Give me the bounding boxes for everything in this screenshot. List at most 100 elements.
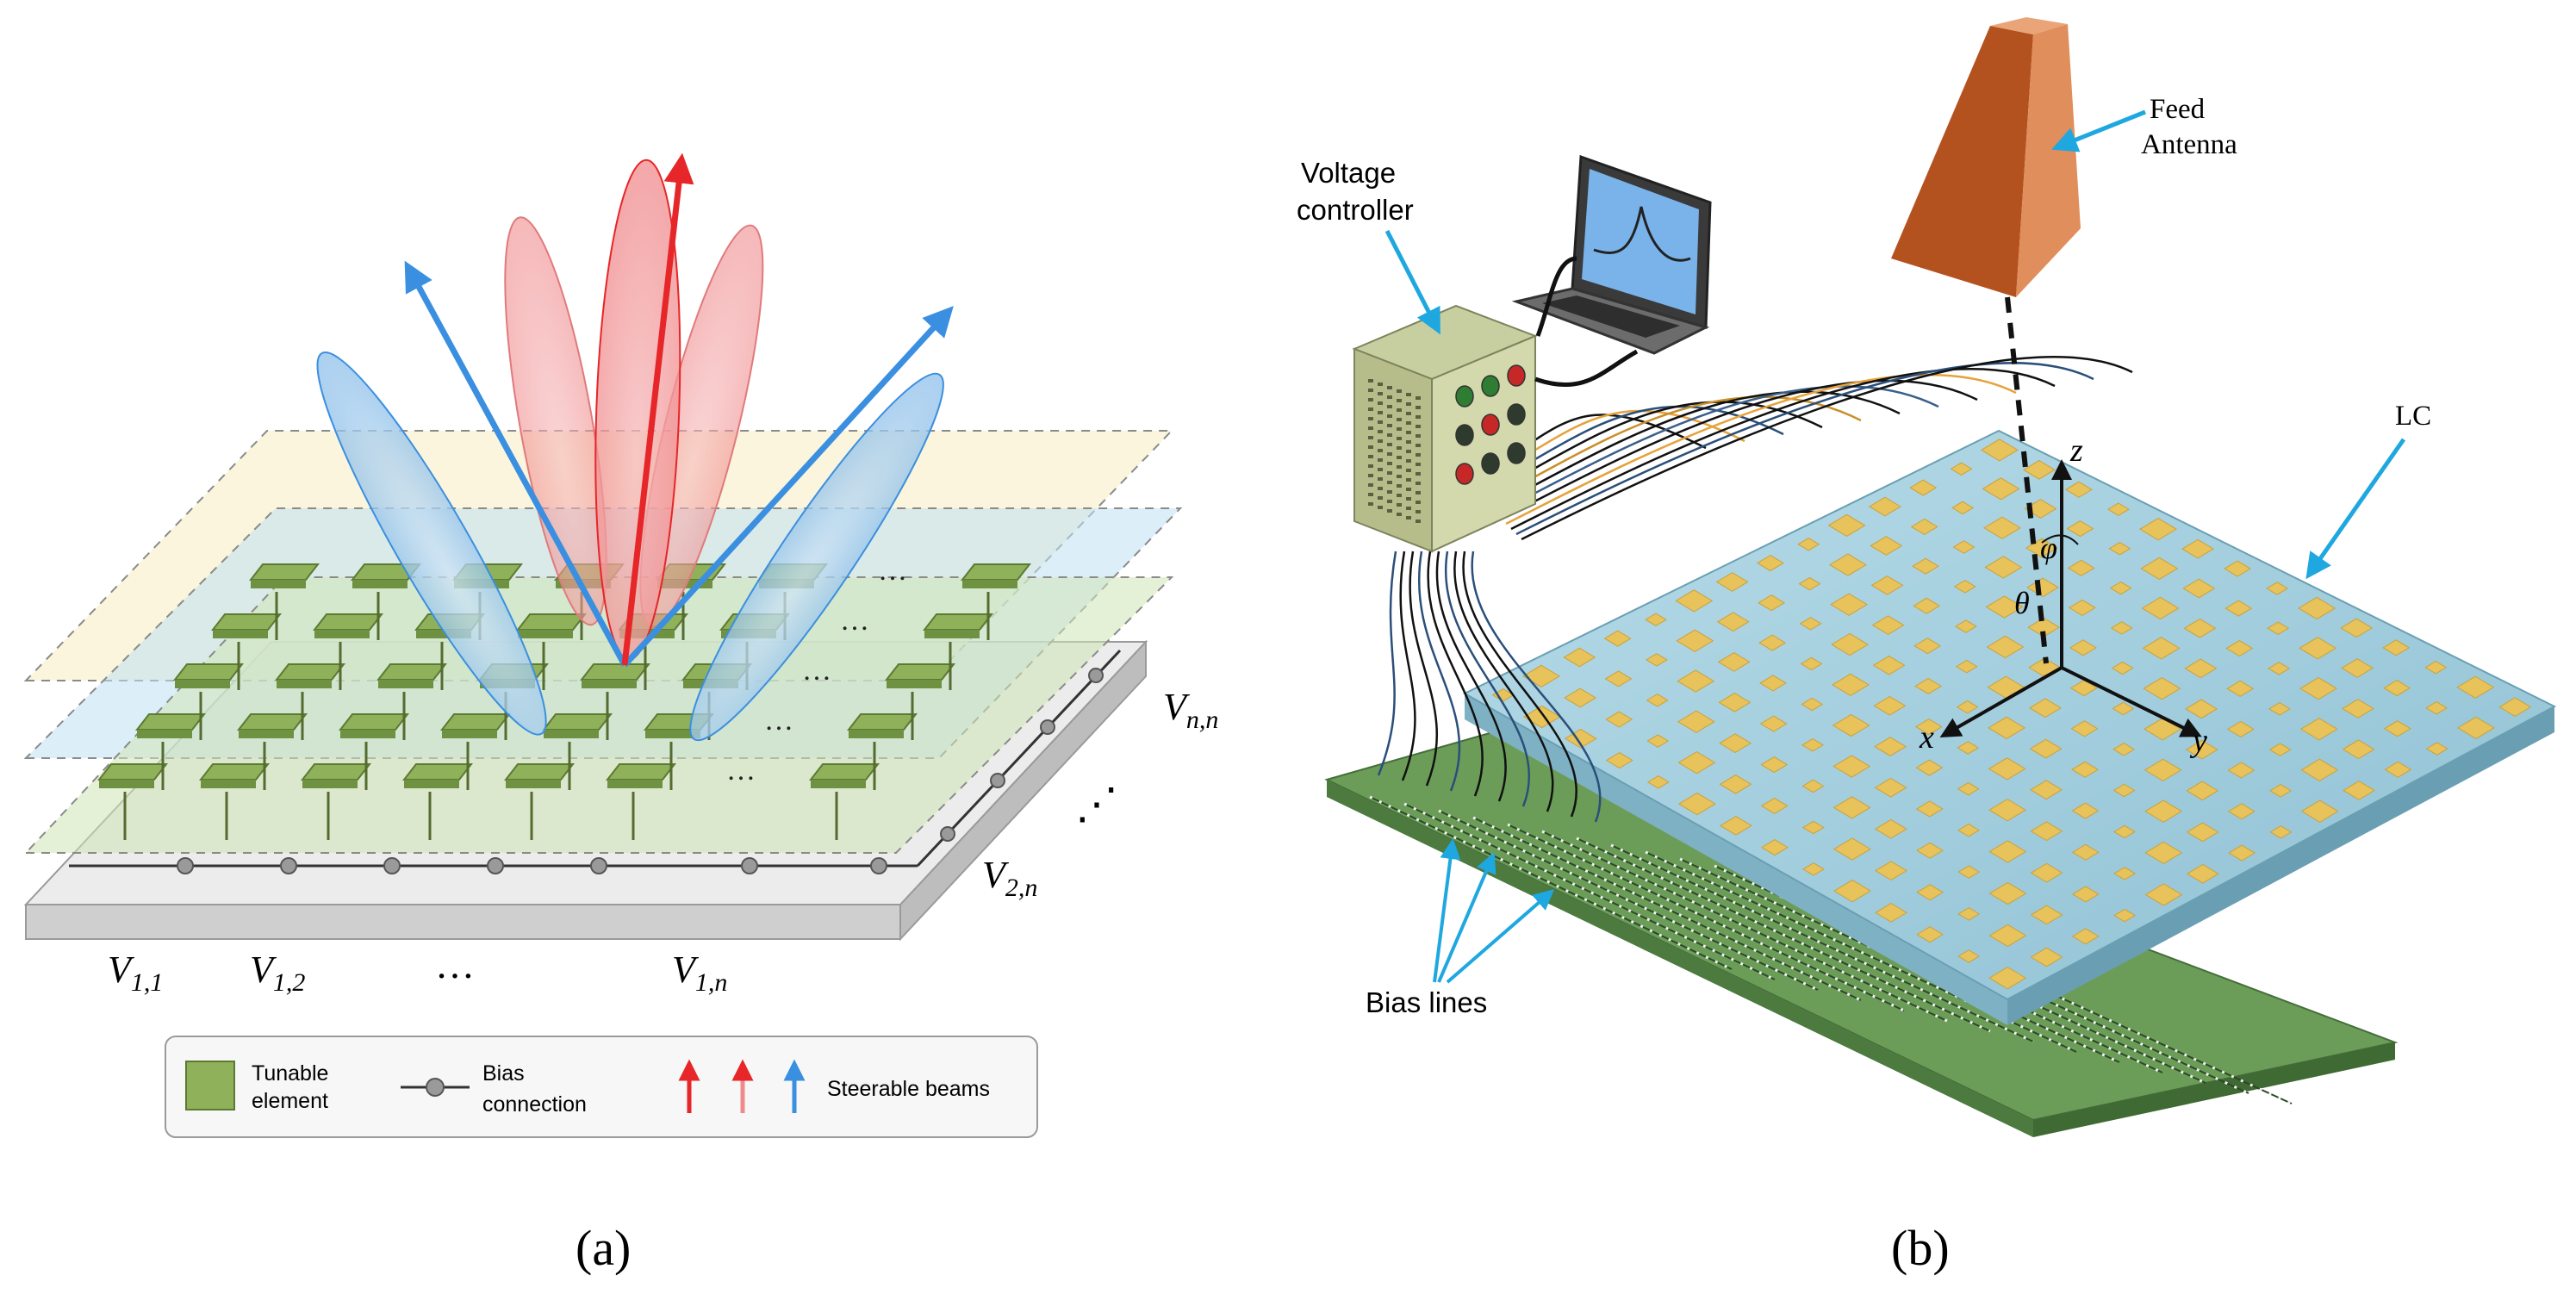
lc-patch	[1874, 737, 1907, 756]
vent-slot	[1397, 503, 1402, 507]
legend-tunable-label-2: element	[252, 1089, 328, 1113]
lc-patch	[2382, 639, 2411, 656]
lc-patch	[1953, 580, 1976, 594]
lc-patch	[1677, 669, 1715, 693]
lc-patch	[2142, 637, 2181, 660]
tunable-element	[236, 713, 308, 731]
laptop-keys	[1542, 296, 1680, 338]
angle-phi-label: φ	[2040, 531, 2057, 565]
vent-slot	[1416, 453, 1421, 457]
lc-patch	[2185, 699, 2218, 719]
lc-patch	[2186, 822, 2219, 843]
vent-slot	[1387, 433, 1392, 437]
lc-patch	[2228, 844, 2256, 862]
lc-patch	[1988, 716, 2026, 740]
controller-buttons	[1455, 364, 1526, 485]
controller-knob	[1455, 463, 1474, 485]
bias-wire-down	[1435, 551, 1507, 802]
feed-antenna-label-2: Antenna	[2141, 129, 2237, 160]
lc-patch	[2226, 680, 2255, 697]
tunable-element-edge	[962, 580, 1017, 588]
lc-patch	[1603, 630, 1632, 647]
vent-slot	[1368, 426, 1373, 430]
tunable-element	[503, 763, 576, 781]
vent-slot	[1368, 474, 1373, 477]
feed-antenna-label-1: Feed	[2150, 94, 2206, 125]
vent-slot	[1378, 496, 1383, 500]
controller-knob	[1507, 442, 1526, 464]
lc-patch	[1797, 537, 1820, 551]
label-hdots: …	[435, 943, 475, 986]
lc-patch	[1875, 903, 1908, 923]
lc-patch	[1718, 692, 1752, 712]
lc-patch	[1832, 837, 1871, 861]
lc-patch	[1957, 781, 1980, 796]
tunable-element	[439, 713, 512, 731]
bias-node	[487, 857, 504, 874]
lc-patch	[1871, 615, 1905, 636]
vent-slot	[1387, 405, 1392, 408]
lc-patch	[1957, 949, 1981, 963]
axis-x-label: x	[1919, 719, 1934, 756]
vent-slot	[1368, 389, 1373, 392]
lc-patch	[1952, 540, 1976, 554]
axis-z-label: z	[2069, 432, 2083, 469]
lc-patch	[2343, 781, 2376, 800]
lc-patch	[1957, 907, 1981, 921]
lc-patch	[2108, 541, 2131, 556]
controller-vents	[1368, 379, 1421, 523]
lc-patch	[1956, 700, 1979, 714]
lc-patch	[1828, 553, 1867, 576]
vent-slot	[1387, 490, 1392, 494]
vent-slot	[1406, 421, 1411, 425]
lc-patch	[2384, 761, 2412, 778]
bias-node	[1040, 719, 1055, 735]
lc-patch	[1830, 593, 1869, 616]
vent-slot	[1378, 430, 1383, 433]
vent-slot	[1416, 501, 1421, 504]
vent-slot	[1397, 484, 1402, 488]
lc-patch	[1957, 865, 1981, 879]
lc-slab-top	[1462, 429, 2557, 1001]
tunable-element-edge	[518, 630, 573, 638]
lc-patch	[2071, 843, 2100, 861]
tunable-element-edge	[137, 730, 192, 738]
vent-slot	[1397, 408, 1402, 412]
label-v2n: V2,n	[982, 854, 1037, 902]
vent-slot	[1378, 449, 1383, 452]
lc-patch	[1758, 594, 1786, 612]
tunable-element	[605, 763, 677, 781]
horn-right-face	[2016, 24, 2081, 297]
bias-wire-down	[1471, 551, 1602, 823]
vent-slot	[1397, 437, 1402, 440]
lc-patch	[2067, 559, 2095, 576]
lc-patch	[2227, 803, 2256, 820]
lc-patch	[2185, 739, 2218, 760]
tunable-element-edge	[404, 780, 459, 788]
lc-patch	[1916, 884, 1944, 901]
vent-slot	[1416, 415, 1421, 419]
vent-slot	[1368, 455, 1373, 458]
beam-pink-left	[504, 216, 607, 626]
vent-slot	[1378, 401, 1383, 405]
vent-slot	[1416, 472, 1421, 476]
lc-patch	[1758, 634, 1787, 651]
lc-patch	[2298, 596, 2336, 620]
lc-patch	[2425, 700, 2448, 715]
tunable-element-edge	[239, 730, 294, 738]
lc-patch	[2030, 780, 2063, 800]
tunable-element	[198, 763, 271, 781]
lc-patch	[1646, 694, 1669, 707]
lc-arrow	[2305, 438, 2406, 580]
bias-node	[177, 857, 194, 874]
lc-slab-side-right	[2007, 706, 2554, 1025]
legend-beams-label: Steerable beams	[827, 1077, 990, 1101]
grid-dots: …	[764, 705, 793, 737]
lc-patch	[1801, 820, 1825, 835]
tunable-element	[541, 713, 613, 731]
bias-wire-down	[1462, 551, 1577, 818]
lc-patch	[1872, 655, 1906, 675]
legend-bias-node-icon	[426, 1078, 445, 1097]
voltage-controller	[1352, 304, 1538, 553]
lc-patch	[2425, 742, 2448, 756]
